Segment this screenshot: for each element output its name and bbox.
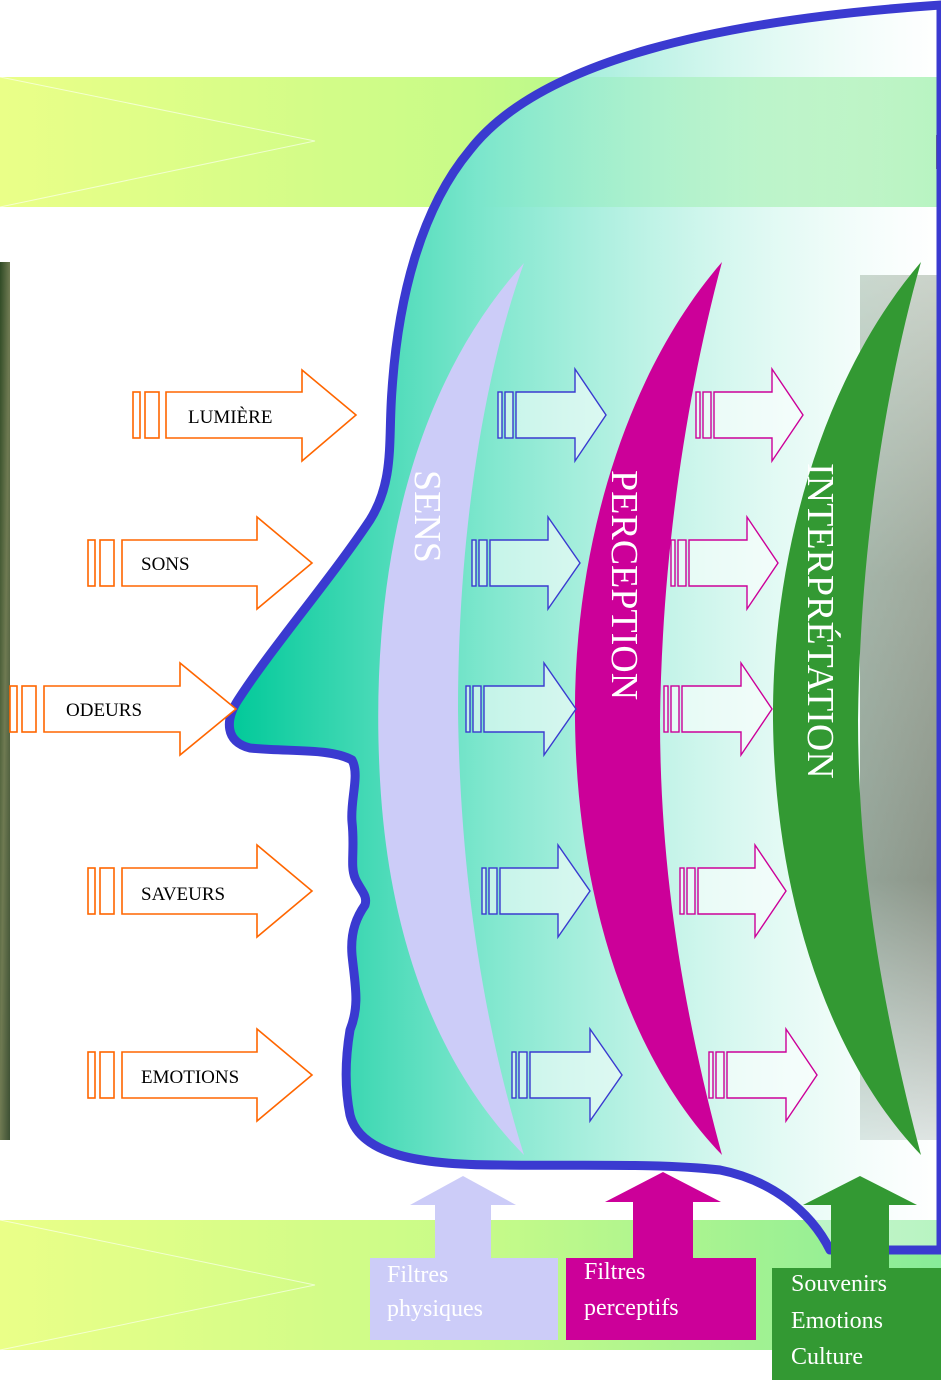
filter-souvenirs-line-3: Culture [791,1344,863,1370]
input-label-odeurs: ODEURS [66,700,142,721]
stage-label-sens: SENS [406,470,448,563]
input-label-sons: SONS [141,554,190,575]
blue-arrow-3 [465,660,577,758]
blue-arrow-1 [497,366,607,464]
filter-physiques: Filtres physiques [370,1176,558,1340]
blue-arrow-2 [471,514,581,612]
interpretation-lens [772,262,921,1155]
input-label-emotions: EMOTIONS [141,1067,239,1088]
input-arrow-odeurs [9,661,238,757]
input-label-lumiere: LUMIÈRE [188,406,272,428]
magenta-arrow-4 [679,842,787,940]
filter-physiques-line-2: physiques [387,1296,483,1322]
magenta-arrow-3 [663,660,773,758]
filter-souvenirs-line-2: Emotions [791,1308,883,1334]
input-arrow-saveurs [87,843,314,939]
magenta-arrow-1 [695,366,804,464]
left-photo [0,262,10,1140]
stage-label-perception: PERCEPTION [603,470,645,700]
filter-perceptifs-line-1: Filtres [584,1259,645,1285]
magenta-arrow-5 [708,1026,818,1124]
input-arrow-lumiere [132,368,358,463]
perception-lens [574,262,722,1155]
filter-perceptifs-line-2: perceptifs [584,1295,679,1321]
filter-perceptifs: Filtres perceptifs [566,1172,756,1340]
filter-physiques-line-1: Filtres [387,1262,448,1288]
input-label-saveurs: SAVEURS [141,884,225,905]
blue-arrow-5 [511,1026,623,1124]
stage-label-interpretation: INTERPRÉTATION [799,463,841,779]
filter-souvenirs: Souvenirs Emotions Culture [772,1176,941,1380]
input-arrow-emotions [87,1027,314,1123]
filter-souvenirs-line-1: Souvenirs [791,1271,887,1297]
blue-arrow-4 [481,842,591,940]
sens-lens [378,263,524,1155]
magenta-arrow-2 [670,514,779,612]
input-arrow-sons [87,515,314,611]
